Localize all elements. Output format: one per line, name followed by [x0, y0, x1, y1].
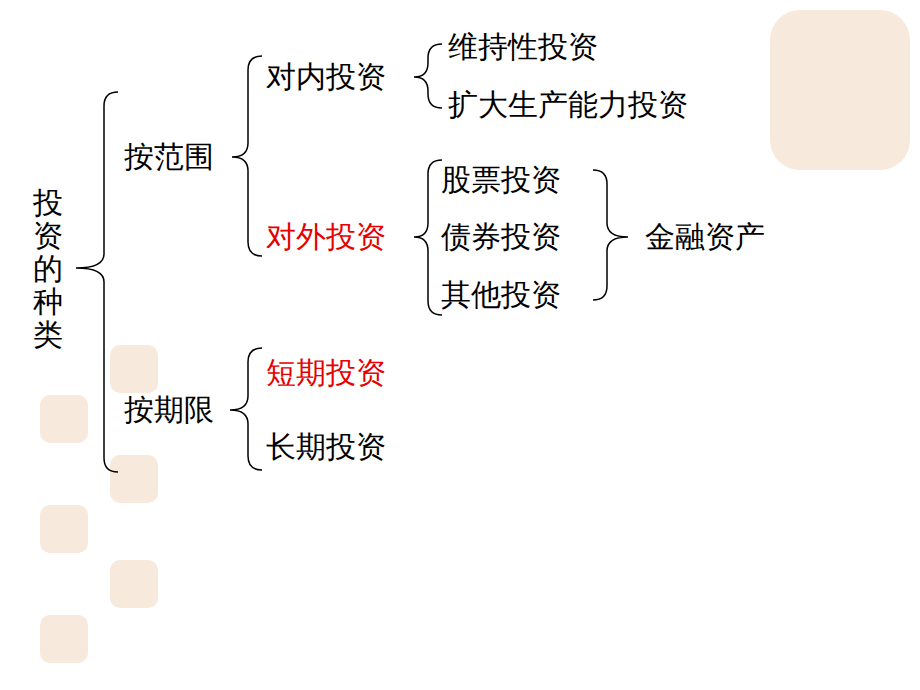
category-label: 扩大生产能力投资 [448, 87, 688, 123]
curly-brace [414, 160, 442, 315]
category-label: 按期限 [124, 392, 214, 428]
category-label: 其他投资 [441, 277, 561, 313]
category-label: 维持性投资 [448, 29, 598, 65]
curly-brace [414, 44, 442, 108]
curly-brace [76, 92, 118, 472]
category-label: 金融资产 [645, 219, 765, 255]
category-label: 债券投资 [441, 219, 561, 255]
curly-brace [232, 56, 262, 256]
category-label: 对内投资 [266, 59, 386, 95]
category-label: 股票投资 [441, 162, 561, 198]
category-label: 对外投资 [266, 219, 386, 255]
vertical-title: 投资的种类 [33, 186, 63, 351]
curly-brace [593, 170, 628, 300]
category-label: 按范围 [124, 139, 214, 175]
category-label: 长期投资 [266, 429, 386, 465]
curly-brace [230, 348, 262, 470]
category-label: 短期投资 [266, 355, 386, 391]
watermark-stamp [40, 10, 910, 663]
